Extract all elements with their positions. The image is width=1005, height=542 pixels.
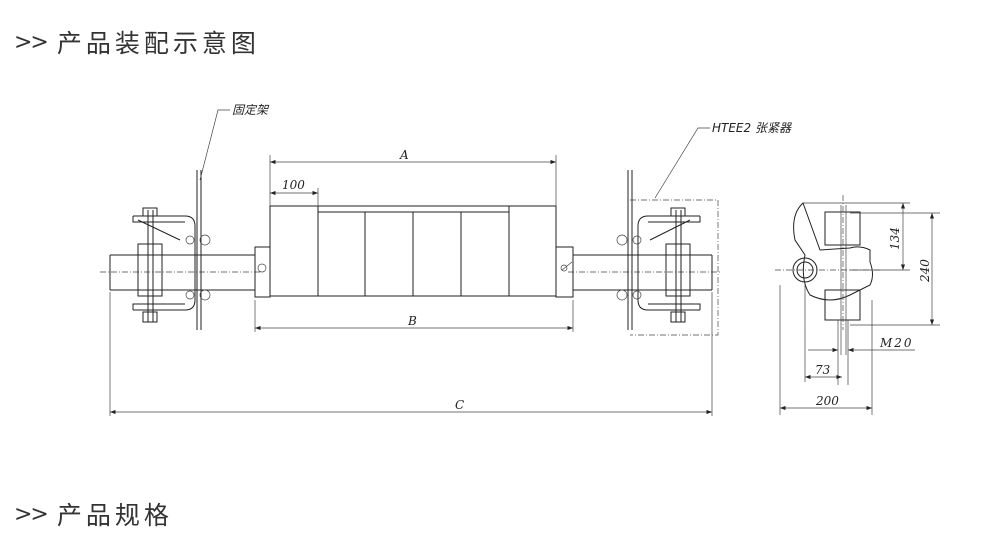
dim-200: 200: [815, 394, 839, 408]
section-title: 产品规格: [56, 501, 173, 530]
side-view: [775, 195, 940, 415]
dim-B: B: [407, 314, 417, 328]
cleaner-blade-body: [254, 205, 574, 298]
right-tensioner: [616, 170, 719, 336]
dim-73: 73: [815, 363, 831, 377]
double-chevron-icon: >>: [14, 29, 49, 55]
dim-240: 240: [918, 259, 932, 283]
dim-M20: M20: [879, 336, 914, 350]
dimension-lines: [109, 155, 713, 416]
shaft: [100, 254, 720, 291]
double-chevron-icon: >>: [14, 501, 49, 527]
left-fixed-frame: [132, 170, 211, 330]
section-heading-specs: >> 产品规格: [14, 496, 173, 532]
dim-A: A: [399, 148, 409, 162]
section-title: 产品装配示意图: [56, 29, 260, 58]
dim-134: 134: [888, 227, 902, 250]
section-heading-assembly: >> 产品装配示意图: [14, 24, 260, 60]
callout-fixed-frame: 固定架: [232, 103, 270, 117]
callout-tensioner: HTEE2 张紧器: [712, 121, 792, 135]
dim-100: 100: [282, 178, 305, 192]
dim-C: C: [455, 398, 464, 412]
